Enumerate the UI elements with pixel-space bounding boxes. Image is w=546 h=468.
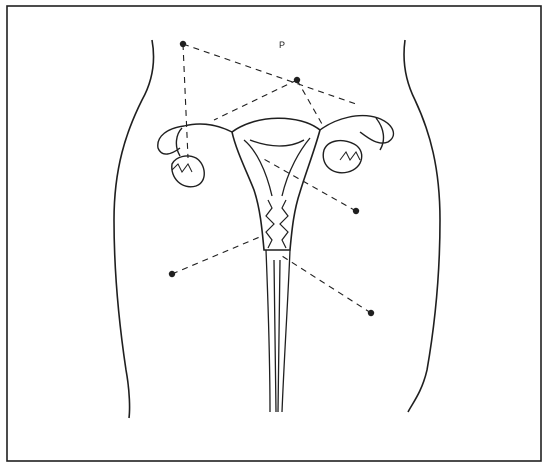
right-fimbriae bbox=[340, 152, 360, 160]
leader-line bbox=[282, 256, 371, 313]
left-fallopian-tube bbox=[158, 124, 232, 156]
leader-lines bbox=[172, 44, 371, 313]
label-p: P bbox=[279, 40, 285, 50]
body-contour-right bbox=[404, 40, 440, 412]
pointer-dot bbox=[353, 208, 359, 214]
leader-line bbox=[297, 80, 322, 124]
leader-line bbox=[183, 44, 188, 158]
vagina bbox=[266, 250, 290, 412]
cervical-canal bbox=[266, 200, 288, 248]
leader-line bbox=[183, 44, 356, 104]
left-fimbriae bbox=[172, 164, 192, 172]
pointer-dot bbox=[169, 271, 175, 277]
leader-line bbox=[172, 236, 262, 274]
pointer-dot bbox=[368, 310, 374, 316]
leader-line bbox=[214, 80, 297, 120]
body-contour-left bbox=[114, 40, 154, 418]
uterus-outline bbox=[232, 118, 320, 250]
pointer-dots bbox=[169, 41, 374, 316]
figure-border bbox=[7, 6, 541, 461]
left-ovary bbox=[172, 156, 204, 187]
right-fallopian-tube bbox=[320, 116, 393, 150]
pointer-dot bbox=[294, 77, 300, 83]
pointer-dot bbox=[180, 41, 186, 47]
